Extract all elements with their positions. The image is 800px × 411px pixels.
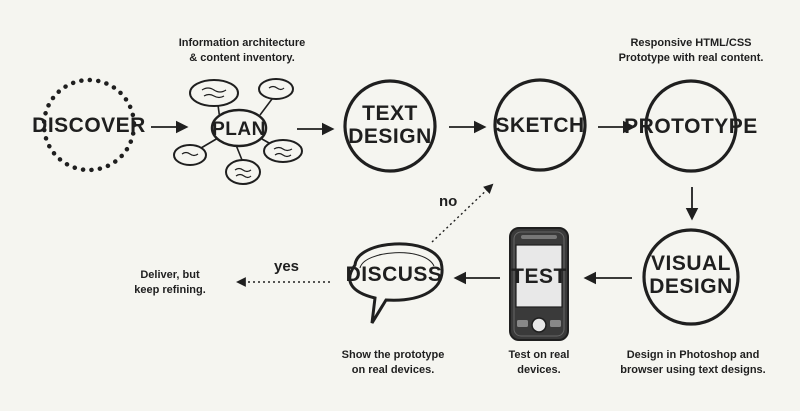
node-test: TEST [510,228,568,340]
mindmap-bubble [259,79,293,99]
mindmap-bubble [226,160,260,184]
mindmap-bubble [264,140,302,162]
text-design-label-line-2: DESIGN [348,125,432,148]
node-plan: PLAN [174,79,302,184]
node-prototype: PROTOTYPE [624,81,758,171]
node-visual-design: VISUAL DESIGN [644,230,738,324]
phone-speaker [521,235,557,239]
test-label: TEST [511,265,567,288]
discuss-caption: Show the prototype on real devices. [333,348,453,378]
phone-key [517,320,528,327]
mindmap-bubble [190,80,238,106]
phone-home-button [532,318,546,332]
discuss-label: DISCUSS [346,263,443,286]
node-text-design: TEXT DESIGN [345,81,435,171]
yes-label: yes [274,258,299,275]
prototype-label: PROTOTYPE [624,115,758,138]
visual-design-caption: Design in Photoshop and browser using te… [613,348,773,378]
plan-label: PLAN [212,119,266,140]
node-sketch: SKETCH [495,80,585,170]
visual-design-label-line-2: DESIGN [649,275,733,298]
discover-label: DISCOVER [32,114,146,137]
plan-caption: Information architecture & content inven… [167,36,317,66]
sketch-label: SKETCH [495,114,584,137]
deliver-caption: Deliver, but keep refining. [120,268,220,298]
test-caption: Test on real devices. [494,348,584,378]
phone-key [550,320,561,327]
visual-design-label-line-1: VISUAL [651,252,731,275]
prototype-caption: Responsive HTML/CSS Prototype with real … [606,36,776,66]
no-label: no [439,193,457,210]
node-discuss: DISCUSS [346,244,443,323]
text-design-label-line-1: TEXT [362,102,418,125]
node-discover: DISCOVER [32,80,146,170]
mindmap-bubble [174,145,206,165]
